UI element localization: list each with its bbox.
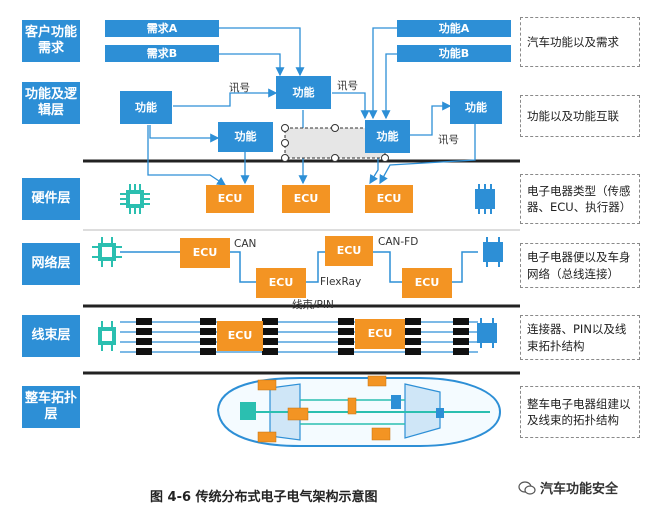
- function-b-box: 功能B: [397, 45, 511, 62]
- function-a-box: 功能A: [397, 20, 511, 37]
- requirement-a-box: 需求A: [105, 20, 219, 37]
- function-box-4: 功能: [365, 120, 410, 153]
- hardware-ecu-3: ECU: [365, 185, 413, 213]
- description-network: 电子电器便以及车身网络（总线连接）: [520, 243, 640, 288]
- function-box-1: 功能: [120, 91, 172, 124]
- network-ecu-2: ECU: [256, 268, 306, 298]
- harness-actuator-chip-icon: [472, 318, 502, 348]
- network-ecu-3: ECU: [325, 236, 373, 266]
- network-actuator-chip-icon: [478, 237, 508, 267]
- flexray-bus-label: FlexRay: [320, 276, 362, 288]
- network-ecu-4: ECU: [402, 268, 452, 298]
- layer-function-logic: 功能及逻辑层: [22, 82, 80, 124]
- signal-label-2: 讯号: [337, 80, 358, 92]
- layer-hardware: 硬件层: [22, 178, 80, 220]
- requirement-b-box: 需求B: [105, 45, 219, 62]
- hardware-ecu-2: ECU: [282, 185, 330, 213]
- layer-vehicle-topology: 整车拓扑层: [22, 386, 80, 428]
- harness-ecu-2: ECU: [355, 319, 405, 349]
- sensor-chip-icon: [120, 184, 150, 214]
- network-sensor-chip-icon: [92, 237, 122, 267]
- description-harness: 连接器、PIN以及线束拓扑结构: [520, 315, 640, 360]
- layer-network: 网络层: [22, 243, 80, 285]
- description-topology: 整车电子电器组建以及线束的拓扑结构: [520, 386, 640, 438]
- signal-label-3: 讯号: [438, 134, 459, 146]
- harness-sensor-chip-icon: [92, 321, 122, 351]
- description-customer: 汽车功能以及需求: [520, 17, 640, 67]
- signal-label-1: 讯号: [229, 82, 250, 94]
- harness-pin-label: 线束/PIN: [292, 299, 334, 311]
- actuator-chip-icon: [470, 184, 500, 214]
- function-box-2: 功能: [276, 76, 331, 109]
- can-fd-bus-label: CAN-FD: [378, 236, 419, 248]
- network-ecu-1: ECU: [180, 238, 230, 268]
- wechat-watermark: 汽车功能安全: [518, 478, 618, 497]
- layer-wiring-harness: 线束层: [22, 315, 80, 357]
- description-logic: 功能以及功能互联: [520, 95, 640, 137]
- harness-ecu-1: ECU: [217, 321, 263, 351]
- can-bus-label: CAN: [234, 238, 257, 250]
- figure-caption: 图 4-6 传统分布式电子电气架构示意图: [150, 490, 378, 505]
- watermark-text: 汽车功能安全: [540, 482, 619, 497]
- wechat-icon: [518, 480, 536, 495]
- hardware-ecu-1: ECU: [206, 185, 254, 213]
- function-box-5: 功能: [450, 91, 502, 124]
- description-hardware: 电子电器类型（传感器、ECU、执行器）: [520, 174, 640, 224]
- layer-customer-requirements: 客户功能需求: [22, 20, 80, 62]
- function-box-3: 功能: [218, 122, 273, 152]
